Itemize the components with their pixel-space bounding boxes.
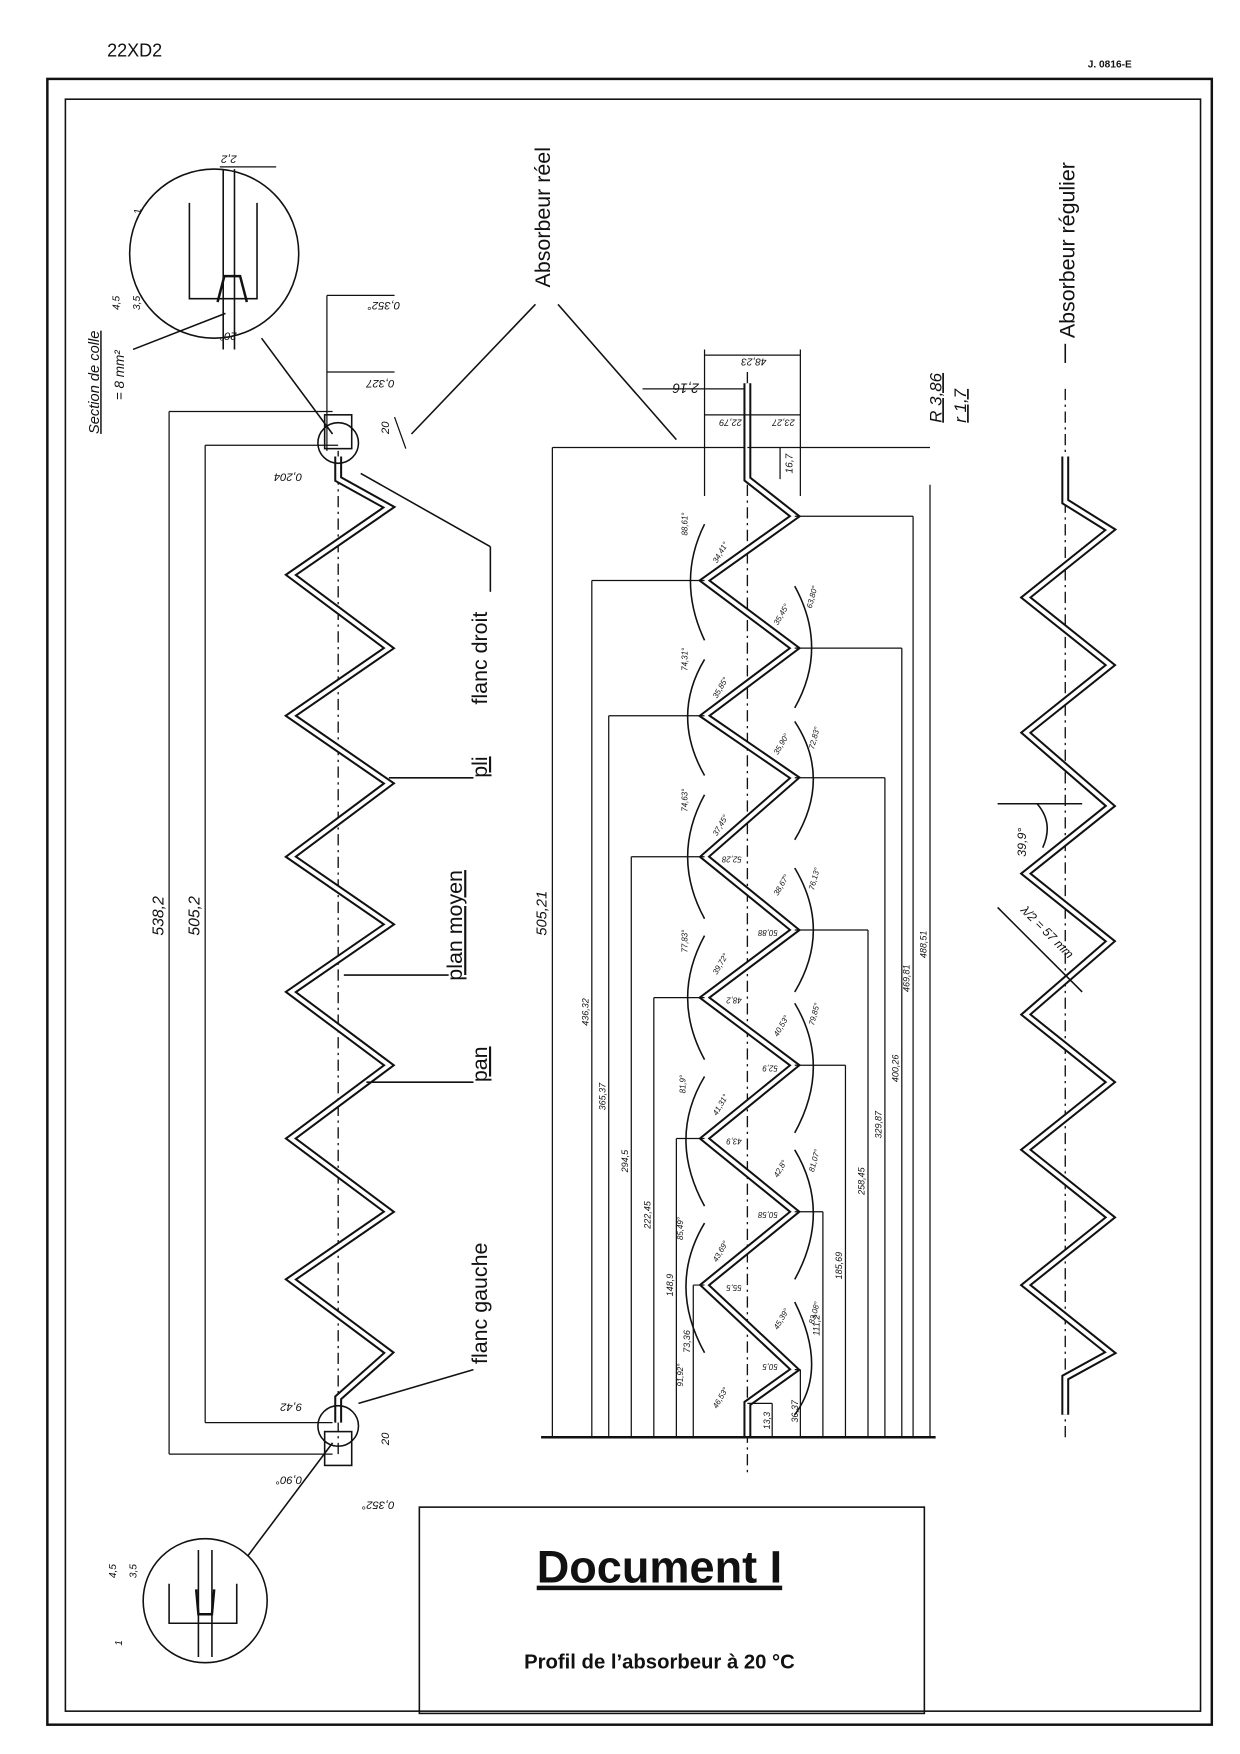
- angle-label: 72,83°: [807, 726, 822, 750]
- dim-label: 0,352°: [361, 1498, 394, 1510]
- dim-label: 1: [133, 209, 144, 215]
- inner-frame: [64, 98, 1202, 1712]
- angle-label: 39,9°: [1015, 828, 1029, 857]
- flanc-droit-label: flanc droit: [468, 612, 492, 705]
- pli-label: pli: [468, 756, 492, 777]
- angle-label: 40,53°: [772, 1014, 791, 1038]
- dim-label: 469,81: [902, 964, 912, 992]
- angle-label: 46,53°: [711, 1386, 730, 1410]
- document-title: Document I: [537, 1542, 782, 1593]
- pitch-label: 55,5: [726, 1283, 742, 1292]
- pitch-label: 50,58: [757, 1210, 777, 1219]
- angle-label: 42,8°: [772, 1158, 789, 1179]
- dim-label: 4,5: [112, 296, 123, 310]
- left-profile: 538,2 505,2 2,2 4,5 3,5 1 20° 0,352° 0,3…: [87, 153, 407, 1664]
- dim-label: 0,90°: [275, 1474, 302, 1486]
- angle-label: 74,31°: [681, 648, 690, 671]
- angle-label: 43,69°: [711, 1239, 730, 1263]
- dim-label: 0,352°: [367, 299, 400, 311]
- dim-label: 222,45: [642, 1200, 652, 1230]
- section-colle-value: = 8 mm²: [112, 350, 127, 400]
- absorbeur-regulier-label: Absorbeur régulier: [1055, 162, 1079, 338]
- dim-label: 294,5: [620, 1149, 630, 1174]
- dim-label: 2,16: [672, 380, 700, 395]
- angle-label: 77,83°: [681, 930, 690, 953]
- dim-label: 48,23: [741, 355, 767, 366]
- angle-label: 35,90°: [772, 732, 791, 756]
- pitch-label: 52,28: [721, 855, 741, 864]
- dim-label: 258,45: [857, 1166, 867, 1196]
- angle-label: 38,67°: [772, 873, 791, 897]
- callouts: Absorbeur réel flanc droit pli plan moye…: [343, 147, 677, 1405]
- pitch-label: 52,9: [762, 1063, 778, 1072]
- absorbeur-reel-label: Absorbeur réel: [531, 147, 555, 287]
- title-block: Document I Profil de l’absorbeur à 20 °C: [418, 1506, 926, 1715]
- pitch-label: 48,2: [726, 996, 742, 1005]
- inner-height-label: 505,2: [187, 896, 204, 936]
- dim-label: 3,5: [132, 296, 143, 310]
- dim-label: 148,9: [665, 1274, 675, 1297]
- dim-label: 73,36: [682, 1330, 692, 1353]
- angle-label: 79,85°: [807, 1002, 822, 1026]
- document-ref: J. 0816-E: [1088, 60, 1132, 71]
- pitch-label: 50,88: [757, 928, 777, 937]
- overall-height-label: 538,2: [150, 896, 167, 936]
- dim-label: 185,69: [834, 1252, 844, 1280]
- dim-label: 9,42: [279, 1400, 302, 1412]
- angle-label: 35,45°: [772, 602, 791, 626]
- dim-label: 0,204: [274, 470, 302, 482]
- dim-label: 1: [114, 1640, 125, 1646]
- dim-label: 329,87: [874, 1110, 884, 1139]
- dim-label: 0,327: [366, 377, 395, 389]
- dim-label: 111,2: [812, 1315, 822, 1336]
- top-detail-circle: [128, 168, 300, 339]
- angle-label: 39,72°: [711, 952, 730, 976]
- angle-label: 88,61°: [681, 513, 690, 536]
- angle-label: 74,63°: [681, 789, 690, 812]
- angle-label: 76,13°: [807, 867, 822, 891]
- flanc-gauche-label: flanc gauche: [468, 1243, 492, 1364]
- angle-label: 41,31°: [711, 1093, 730, 1117]
- dim-label: 20: [380, 1432, 392, 1446]
- dim-label: 365,37: [597, 1082, 607, 1111]
- overall-height-label: 505,21: [535, 891, 551, 936]
- dim-label: 2,2: [220, 153, 237, 165]
- dim-label: 488,51: [919, 931, 929, 959]
- dim-label: 22,79: [719, 417, 743, 427]
- dim-label: 400,26: [890, 1055, 900, 1083]
- right-profile: Absorbeur régulier 39,9° λ/2 = 57 mm: [997, 162, 1118, 1438]
- dim-label: 23,27: [771, 417, 796, 427]
- middle-profile: 505,21 48,23 2,16 22,79 23,27 16,7 R 3,8…: [535, 349, 970, 1477]
- angle-label: 85,49°: [676, 1217, 685, 1240]
- pan-label: pan: [468, 1046, 492, 1082]
- dim-label: 16,7: [784, 453, 795, 473]
- dim-label: 36,37: [790, 1399, 800, 1423]
- angle-label: 81,07°: [807, 1148, 822, 1172]
- dim-label: 3,5: [128, 1564, 139, 1578]
- angle-label: 45,39°: [772, 1307, 791, 1331]
- angle-label: 63,80°: [805, 585, 820, 609]
- outer-frame: [46, 77, 1214, 1726]
- dim-label: 13,3: [762, 1412, 772, 1430]
- dim-label: 4,5: [108, 1564, 119, 1578]
- dim-label: 436,32: [580, 998, 590, 1026]
- angle-label: 81,9°: [678, 1075, 687, 1093]
- pitch-label: 50,5: [762, 1362, 778, 1371]
- radius-major-label: R 3,86: [926, 372, 945, 422]
- pitch-label: 43,9: [726, 1137, 742, 1146]
- dim-label: 20: [380, 421, 392, 435]
- plan-moyen-label: plan moyen: [443, 870, 467, 981]
- section-colle-label: Section de colle: [87, 331, 103, 434]
- radius-minor-label: r 1,7: [951, 388, 970, 422]
- document-subtitle: Profil de l’absorbeur à 20 °C: [524, 1651, 795, 1673]
- document-code: 22XD2: [107, 40, 162, 60]
- dim-label: 20°: [219, 330, 238, 342]
- bottom-detail-circle: [142, 1537, 268, 1664]
- angle-label: 91,92°: [676, 1364, 685, 1387]
